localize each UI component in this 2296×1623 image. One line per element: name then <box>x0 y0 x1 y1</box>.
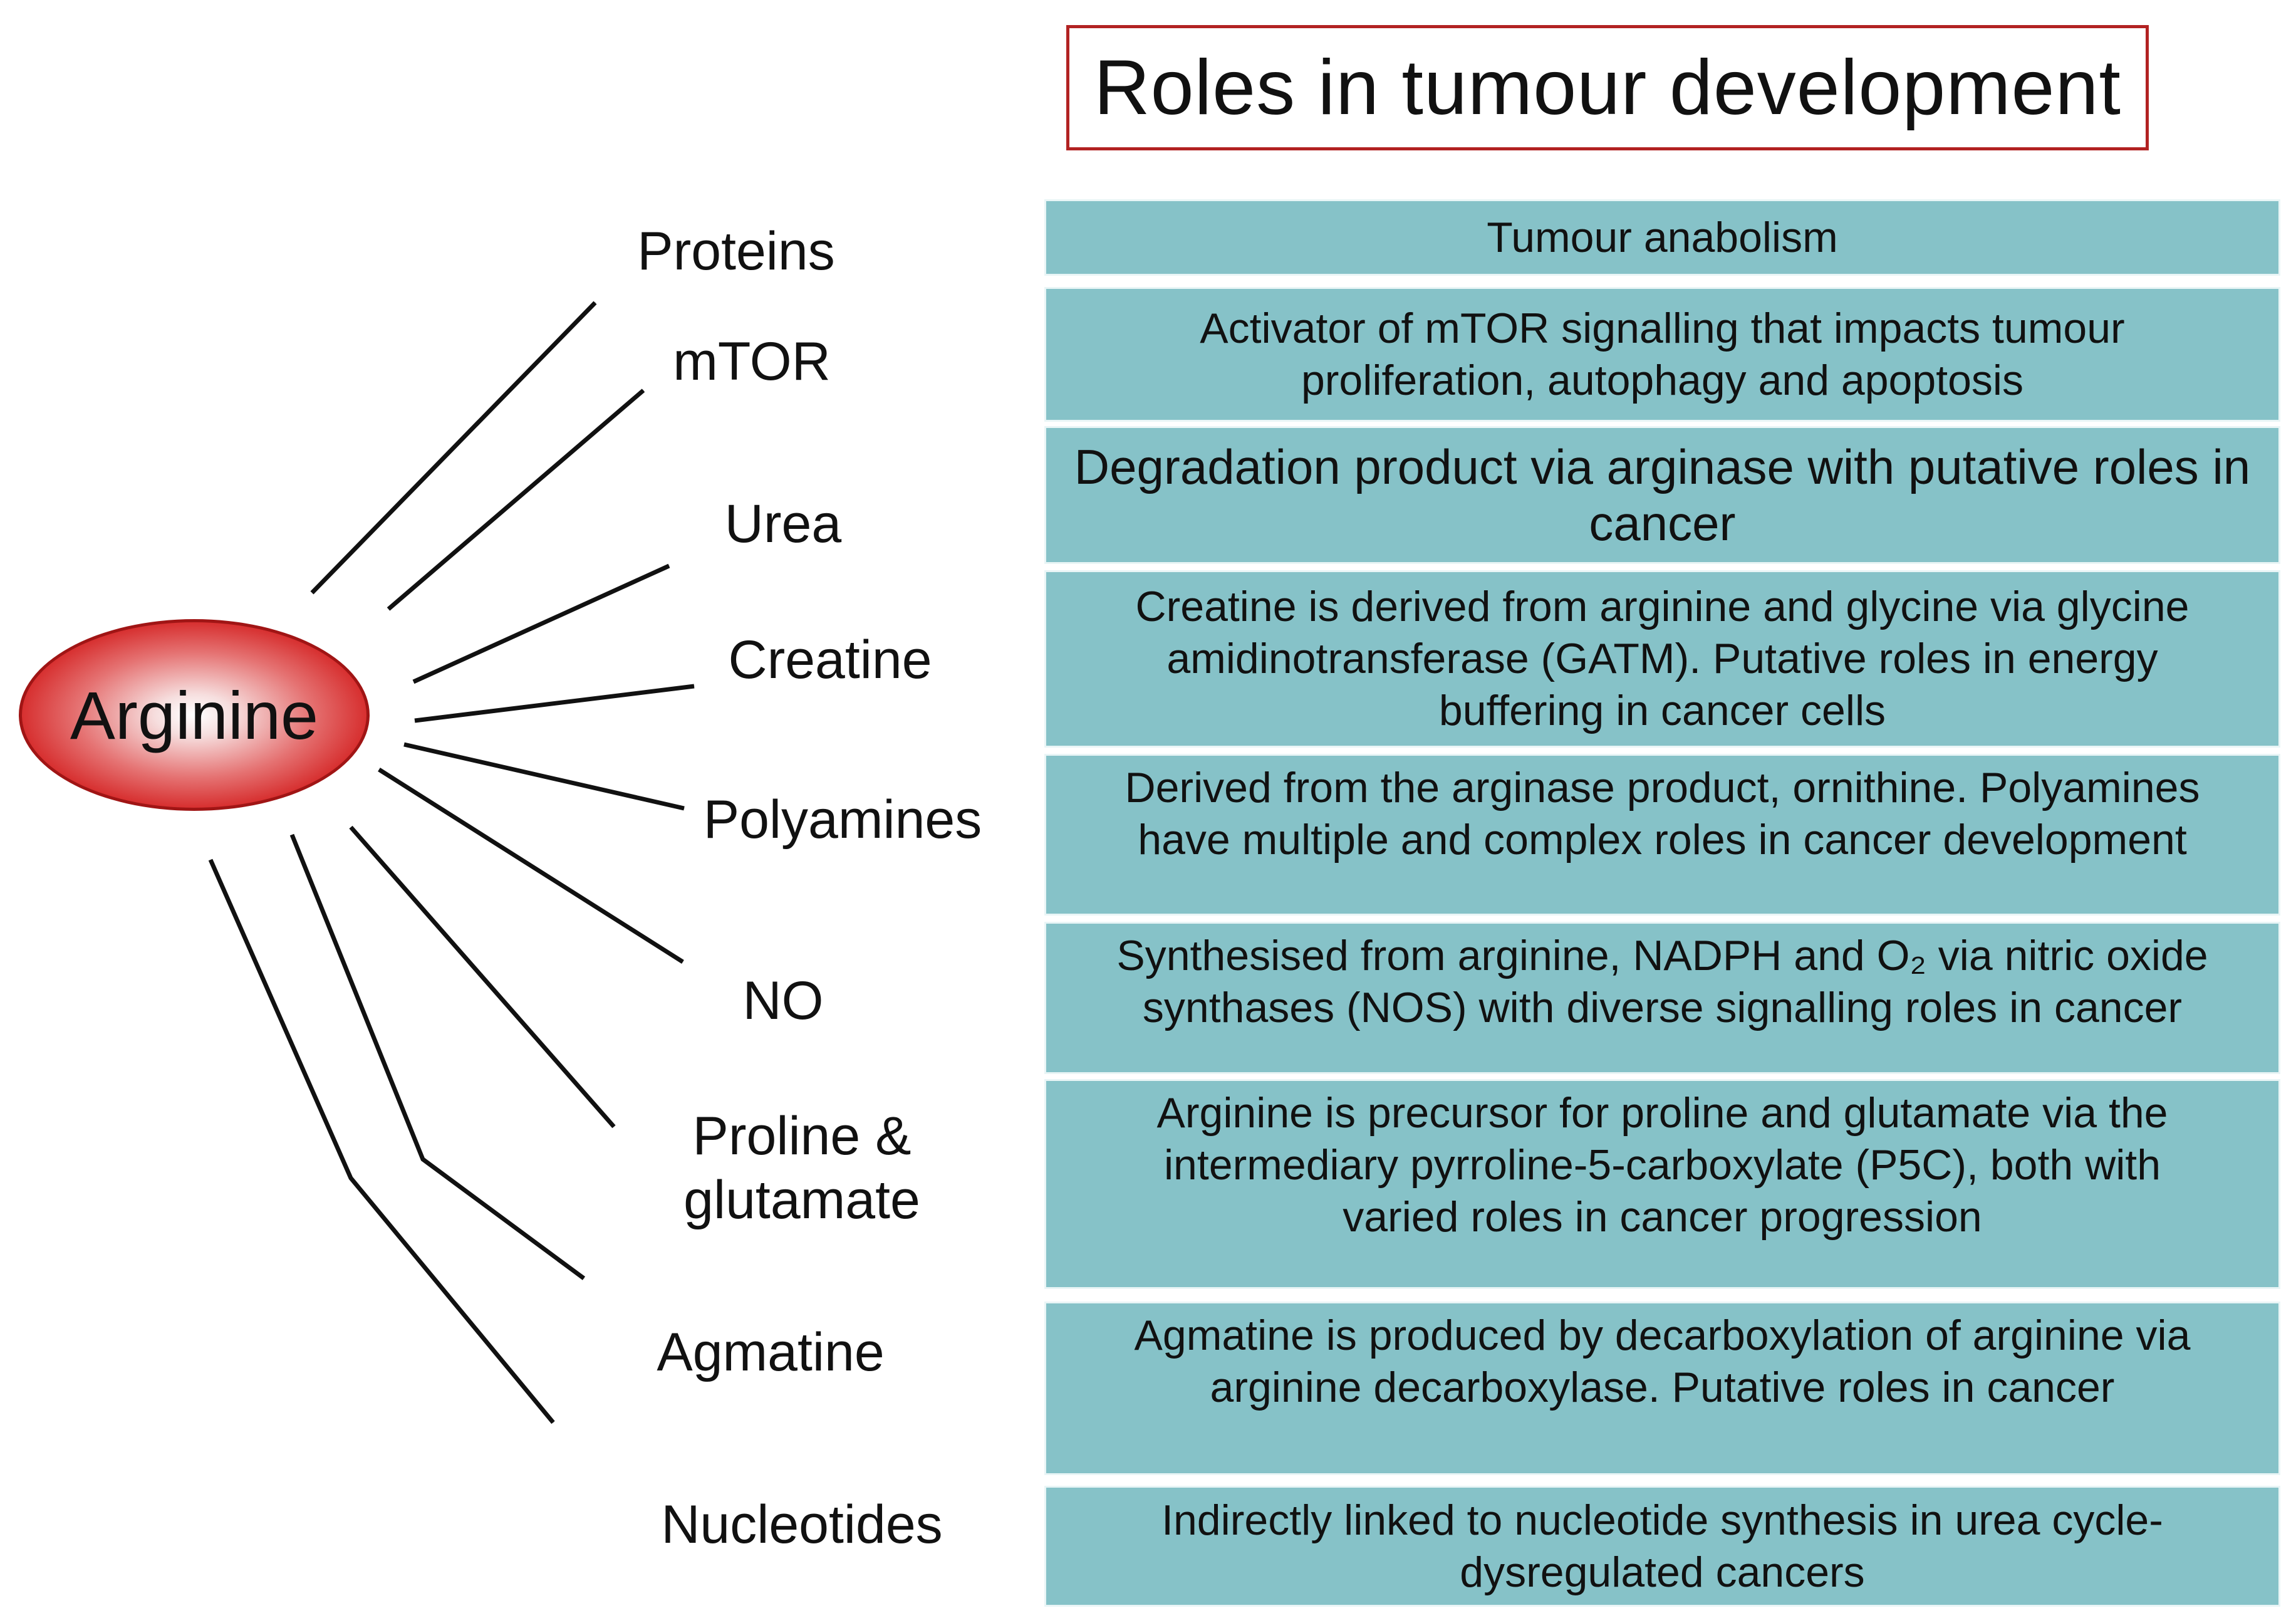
role-text-polyamines: Derived from the arginase product, ornit… <box>1125 764 2200 864</box>
role-text-nucleotides: Indirectly linked to nucleotide synthesi… <box>1161 1496 2163 1596</box>
role-box-urea: Degradation product via arginase with pu… <box>1044 426 2280 564</box>
arrow-to-nucleotides <box>208 858 555 1424</box>
label-proline-glutamate: Proline & glutamate <box>683 1106 920 1230</box>
arrow-to-creatine <box>414 684 695 723</box>
arrow-to-proteins <box>310 301 597 595</box>
label-no: NO <box>742 971 824 1031</box>
label-agmatine: Agmatine <box>657 1322 885 1382</box>
role-text-proteins: Tumour anabolism <box>1487 213 1838 261</box>
title-box: Roles in tumour development <box>1066 25 2149 150</box>
role-box-mtor: Activator of mTOR signalling that impact… <box>1044 287 2280 422</box>
arrow-to-proline <box>349 825 616 1129</box>
role-box-no: Synthesised from arginine, NADPH and O₂ … <box>1044 922 2280 1074</box>
arrow-to-mtor <box>387 389 645 611</box>
role-text-creatine: Creatine is derived from arginine and gl… <box>1135 583 2190 734</box>
arrow-to-no <box>378 768 684 964</box>
label-urea: Urea <box>724 494 842 554</box>
role-text-no: Synthesised from arginine, NADPH and O₂ … <box>1116 932 2208 1031</box>
label-proteins: Proteins <box>637 221 835 281</box>
role-text-agmatine: Agmatine is produced by decarboxylation … <box>1134 1312 2191 1411</box>
role-box-proteins: Tumour anabolism <box>1044 199 2280 276</box>
role-text-mtor: Activator of mTOR signalling that impact… <box>1200 304 2125 404</box>
role-text-urea: Degradation product via arginase with pu… <box>1074 439 2251 551</box>
label-polyamines: Polyamines <box>703 790 982 850</box>
label-mtor: mTOR <box>673 331 831 392</box>
label-nucleotides: Nucleotides <box>661 1495 943 1555</box>
arrow-to-urea <box>412 563 670 684</box>
role-text-proline: Arginine is precursor for proline and gl… <box>1156 1089 2168 1241</box>
arginine-node: Arginine <box>19 619 370 811</box>
role-box-creatine: Creatine is derived from arginine and gl… <box>1044 570 2280 748</box>
role-box-polyamines: Derived from the arginase product, ornit… <box>1044 754 2280 916</box>
role-box-nucleotides: Indirectly linked to nucleotide synthesi… <box>1044 1486 2280 1607</box>
arginine-label: Arginine <box>70 677 319 753</box>
arrow-to-agmatine <box>289 833 586 1280</box>
title: Roles in tumour development <box>1094 44 2121 131</box>
arrow-to-polyamines <box>403 742 685 811</box>
role-box-proline: Arginine is precursor for proline and gl… <box>1044 1079 2280 1289</box>
label-creatine: Creatine <box>728 630 932 690</box>
role-box-agmatine: Agmatine is produced by decarboxylation … <box>1044 1302 2280 1475</box>
